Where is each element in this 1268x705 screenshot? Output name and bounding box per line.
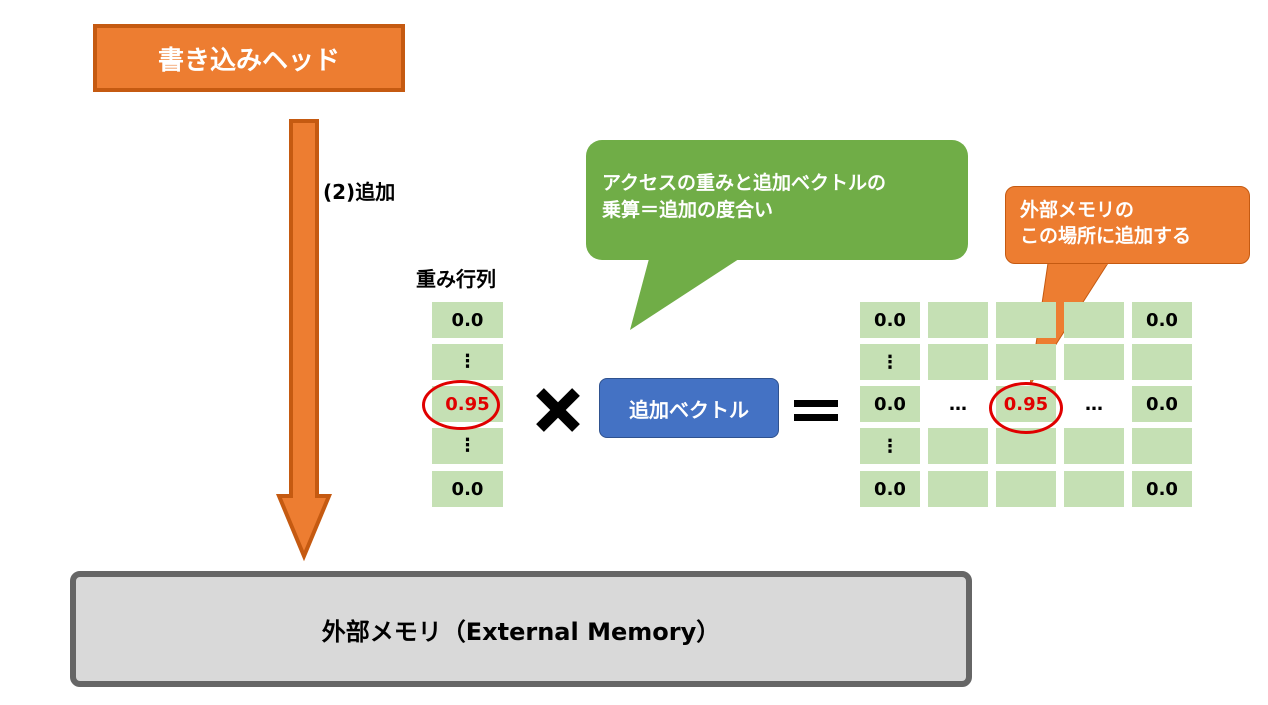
green-callout-tail xyxy=(630,255,745,330)
result-cell xyxy=(996,344,1056,380)
result-cell: 0.0 xyxy=(860,386,920,422)
green-callout-line2: 乗算＝追加の度合い xyxy=(602,199,774,221)
result-highlight-oval xyxy=(989,382,1063,434)
add-vector-label: 追加ベクトル xyxy=(629,397,749,422)
down-arrow xyxy=(276,119,332,562)
write-head-box: 書き込みヘッド xyxy=(93,24,405,92)
write-head-label: 書き込みヘッド xyxy=(157,45,340,76)
result-cell: 0.0 xyxy=(1132,386,1192,422)
result-cell xyxy=(1132,344,1192,380)
green-callout: アクセスの重みと追加ベクトルの 乗算＝追加の度合い xyxy=(586,140,968,260)
result-cell xyxy=(1064,302,1124,338)
result-cell: 0.0 xyxy=(860,471,920,507)
add-vector-box: 追加ベクトル xyxy=(599,378,779,438)
weight-cell: ⋮ xyxy=(432,428,503,464)
multiply-symbol xyxy=(536,388,580,432)
result-cell xyxy=(928,471,988,507)
result-cell xyxy=(1132,428,1192,464)
weight-cell: 0.0 xyxy=(432,471,503,507)
result-cell xyxy=(996,428,1056,464)
highlight-oval xyxy=(422,380,500,430)
external-memory-label: 外部メモリ（External Memory） xyxy=(321,617,721,646)
result-cell: ⋮ xyxy=(860,344,920,380)
result-cell xyxy=(996,302,1056,338)
result-cell: ⋮ xyxy=(860,428,920,464)
result-cell xyxy=(928,344,988,380)
result-cell: 0.0 xyxy=(1132,302,1192,338)
orange-callout-line1: 外部メモリの xyxy=(1020,199,1135,221)
result-cell xyxy=(928,428,988,464)
weight-cell: 0.0 xyxy=(432,302,503,338)
result-cell xyxy=(1064,344,1124,380)
orange-callout-line2: この場所に追加する xyxy=(1020,225,1192,247)
green-callout-line1: アクセスの重みと追加ベクトルの xyxy=(602,172,887,194)
result-cell: … xyxy=(1085,393,1103,415)
weight-cell: ⋮ xyxy=(432,344,503,380)
result-cell xyxy=(996,471,1056,507)
result-cell: … xyxy=(949,393,967,415)
result-cell xyxy=(1064,428,1124,464)
equals-symbol xyxy=(794,400,838,421)
arrow-label: (2)追加 xyxy=(323,180,396,204)
result-cell xyxy=(928,302,988,338)
result-cell: 0.0 xyxy=(1132,471,1192,507)
result-cell xyxy=(1064,471,1124,507)
weight-matrix-title: 重み行列 xyxy=(416,267,496,291)
result-cell: 0.0 xyxy=(860,302,920,338)
external-memory-box: 外部メモリ（External Memory） xyxy=(70,571,972,687)
orange-callout: 外部メモリの この場所に追加する xyxy=(1005,186,1250,264)
